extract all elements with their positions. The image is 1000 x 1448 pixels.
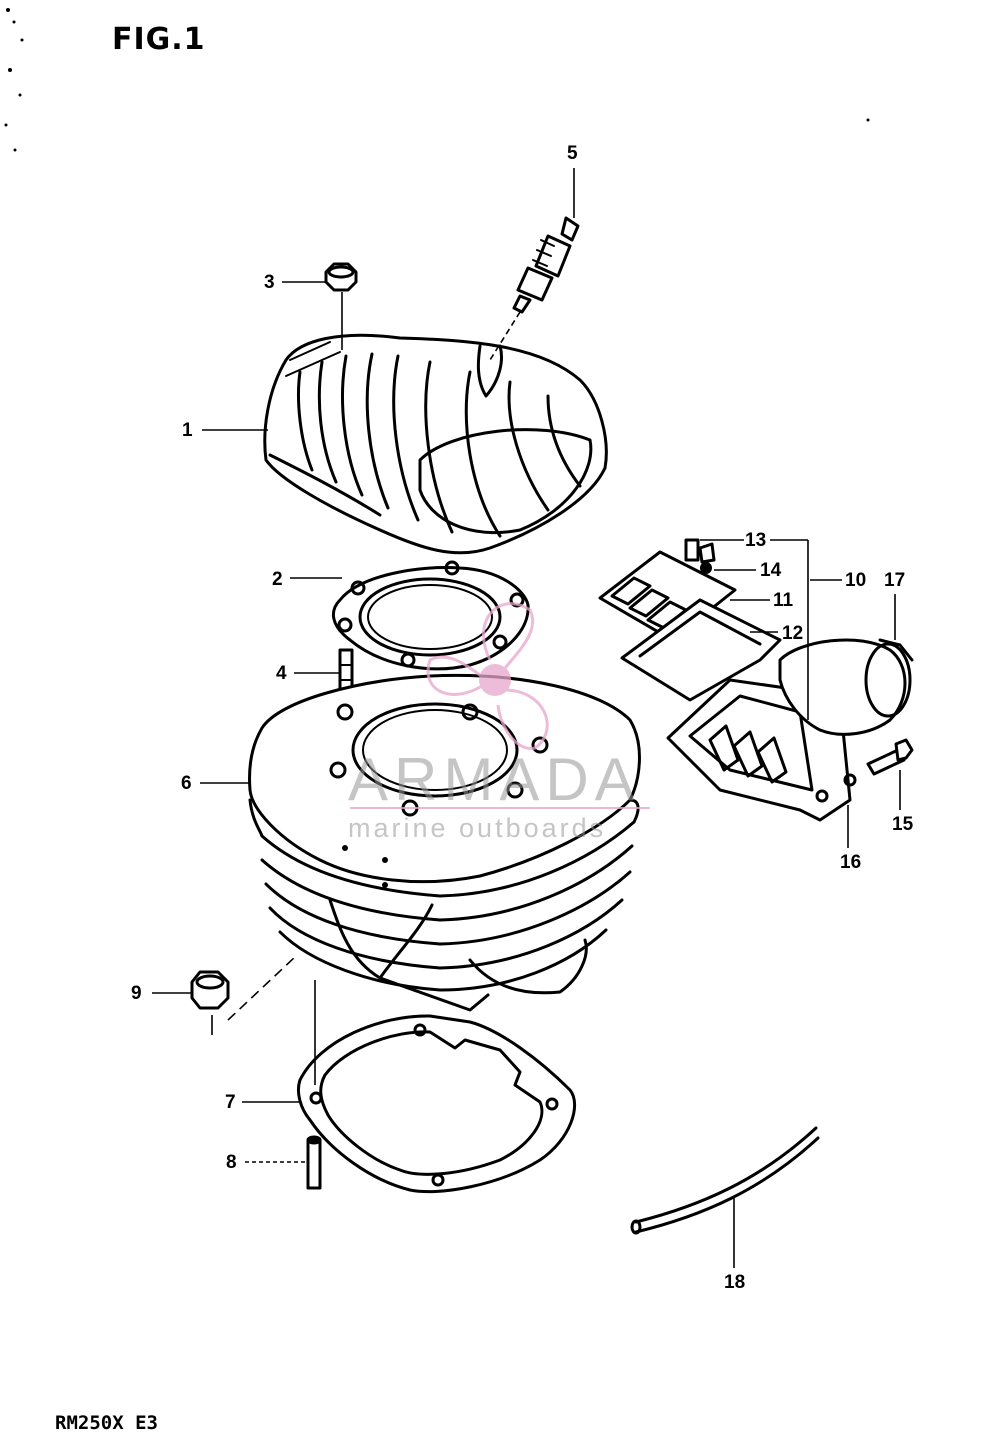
scan-specks [4, 8, 870, 152]
callout-9: 9 [131, 983, 142, 1004]
callout-2: 2 [272, 569, 283, 590]
callout-15: 15 [892, 814, 914, 835]
callout-14: 14 [760, 560, 782, 581]
callout-10: 10 [845, 570, 867, 591]
callout-17: 17 [884, 570, 906, 591]
part-cylinder-head [263, 333, 608, 555]
callout-13: 13 [745, 530, 767, 551]
callout-16: 16 [840, 852, 862, 873]
callout-12: 12 [782, 623, 804, 644]
part-dowel-pin [306, 1135, 322, 1190]
callout-11: 11 [773, 590, 794, 611]
watermark-brand: ARMADA [348, 746, 641, 813]
watermark-propeller-icon [426, 602, 549, 750]
callout-5: 5 [567, 143, 578, 164]
callout-8: 8 [226, 1152, 237, 1173]
part-reed-valve-assembly [598, 538, 914, 822]
callout-18: 18 [724, 1272, 746, 1293]
callout-7: 7 [225, 1092, 236, 1113]
watermark-tagline: marine outboards [348, 813, 607, 843]
part-breather-hose [630, 1126, 820, 1235]
part-cylinder [248, 673, 641, 1012]
callout-4: 4 [276, 663, 287, 684]
figure-title: FIG.1 [112, 22, 206, 57]
leader-lines [152, 168, 901, 1268]
part-head-nut [324, 262, 358, 292]
callout-6: 6 [181, 773, 192, 794]
part-spark-plug [512, 216, 580, 314]
model-code: RM250X E3 [55, 1412, 158, 1434]
part-base-gasket [296, 1014, 576, 1194]
callout-1: 1 [182, 420, 193, 441]
callout-3: 3 [264, 272, 275, 293]
part-base-nut [190, 970, 230, 1035]
part-head-gasket [331, 560, 530, 671]
